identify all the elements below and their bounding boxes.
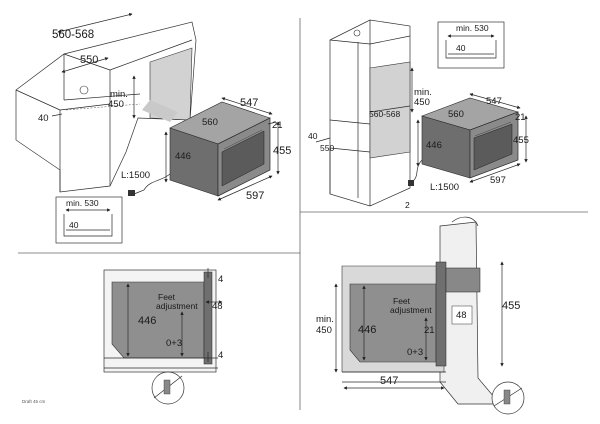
inset-40-label: 40 <box>456 43 466 53</box>
page-number: 2 <box>405 200 410 210</box>
cabinet-edge <box>369 35 411 45</box>
dim-label-455: 455 <box>513 135 529 146</box>
dim-label-21: 21 <box>515 112 526 123</box>
dim-label-455: 455 <box>273 145 291 157</box>
cabinet-edge <box>15 89 61 111</box>
power-cable <box>411 159 423 183</box>
dim-label-48: 48 <box>212 301 223 312</box>
oven-body-section <box>349 283 437 363</box>
dim-label-446: 446 <box>426 140 442 151</box>
niche-shelf-edge <box>329 119 371 125</box>
oven-door-window <box>473 123 513 171</box>
niche-floor <box>369 105 411 113</box>
dim-line-21 <box>267 121 277 125</box>
cabinet-edge <box>329 39 371 45</box>
dim-label-547: 547 <box>486 96 502 107</box>
cabinet-edge <box>59 103 111 111</box>
inset-min-530-label: min. 530 <box>66 198 99 208</box>
dim-label-446: 446 <box>175 151 191 162</box>
dim-label-560: 560 <box>448 109 464 120</box>
dim-label-547: 547 <box>380 375 398 387</box>
dim-label-40: 40 <box>38 113 49 124</box>
dim-label-446: 446 <box>358 324 376 336</box>
inset-cutout-shape <box>445 40 497 59</box>
dim-label-21: 21 <box>272 120 283 131</box>
dim-line-547 <box>469 93 521 109</box>
dim-label-597: 597 <box>490 175 506 186</box>
oven-niche <box>369 61 411 159</box>
dim-label-4-top: 4 <box>218 274 223 285</box>
dim-label-48: 48 <box>456 310 467 321</box>
top-left-installation-view: 560-568 550 min.450 40 547 560 21 455 44… <box>15 12 291 244</box>
dim-label-min-450: min.450 <box>316 314 334 336</box>
dim-label-0-3: 0+3 <box>166 338 182 349</box>
plug-icon <box>128 190 135 196</box>
dim-line-597 <box>217 175 273 201</box>
inset-40-label: 40 <box>69 220 79 230</box>
dim-label-597: 597 <box>246 190 264 202</box>
socket-icon <box>79 85 89 95</box>
dim-label-547: 547 <box>240 97 258 109</box>
inset-cutout-shape <box>63 214 113 237</box>
plug-icon <box>408 180 414 186</box>
dim-label-40: 40 <box>308 131 318 141</box>
power-cable <box>133 173 171 195</box>
dim-label-550: 550 <box>320 143 334 153</box>
oven-control-panel <box>445 267 481 293</box>
dim-label-560-568: 560-568 <box>369 109 400 119</box>
dim-line-597 <box>469 163 521 183</box>
cable-length-label: L:1500 <box>430 182 459 193</box>
dim-label-560-568: 560-568 <box>52 29 94 41</box>
cabinet-top-curve <box>451 216 479 227</box>
dim-label-455: 455 <box>502 300 520 312</box>
detail-zoom-foot <box>503 389 511 405</box>
cabinet-edge <box>109 39 193 71</box>
dim-label-min-450: min.450 <box>414 87 432 108</box>
inset-min-530-label: min. 530 <box>456 23 489 33</box>
oven-handle <box>474 121 512 137</box>
dim-label-446: 446 <box>138 315 156 327</box>
oven-front-panel <box>435 261 447 367</box>
dim-line-560-568 <box>57 12 133 34</box>
dim-box-48 <box>451 305 473 325</box>
socket-icon <box>353 29 361 37</box>
draft-footnote: Draft 45 cm <box>22 399 46 404</box>
niche-shelf <box>65 103 141 111</box>
insertion-beam <box>142 100 178 122</box>
dim-label-0-3: 0+3 <box>407 347 423 358</box>
niche-bottom-edge <box>63 93 141 101</box>
dim-line-547 <box>221 97 273 115</box>
niche-bottom-edge <box>329 147 371 153</box>
oven-handle <box>223 129 263 150</box>
dim-line-40 <box>315 137 331 143</box>
dim-label-min-450: min.450 <box>108 89 128 110</box>
ventilation-inset-box <box>55 196 123 244</box>
oven-front-panel <box>203 271 213 365</box>
cable-length-label: L:1500 <box>121 170 150 181</box>
dim-label-21: 21 <box>424 325 435 336</box>
top-right-installation-view: min.450 560-568 40 550 min. 530 40 547 5… <box>308 19 529 210</box>
dim-label-560: 560 <box>202 117 218 128</box>
dim-label-4-bottom: 4 <box>218 350 223 361</box>
detail-zoom-foot <box>163 379 171 395</box>
dim-line-40 <box>51 113 63 117</box>
dim-label-550: 550 <box>80 54 98 66</box>
oven-door-window <box>221 130 265 187</box>
dim-line-550 <box>61 57 109 73</box>
ventilation-inset-box <box>437 21 505 69</box>
